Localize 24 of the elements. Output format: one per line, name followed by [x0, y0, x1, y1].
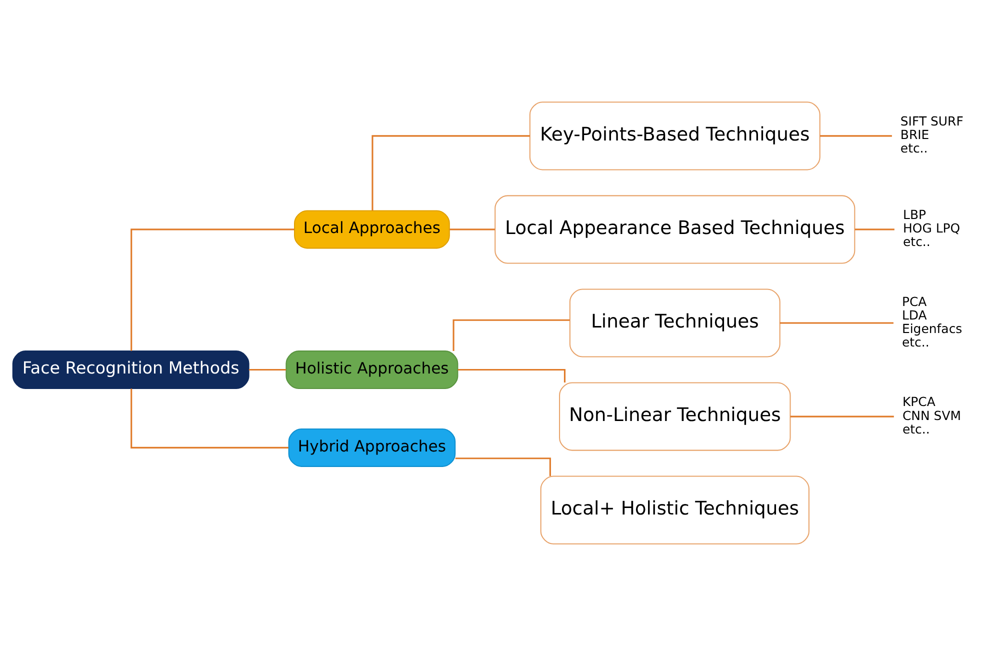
connector — [452, 319, 570, 351]
node-text: LBP HOG LPQ etc.. — [903, 207, 960, 250]
node-box: Holistic Approaches — [286, 350, 458, 389]
node-box: Linear Techniques — [569, 288, 780, 358]
node-box: Local Approaches — [294, 210, 450, 249]
connector — [130, 388, 288, 448]
connector — [130, 228, 294, 351]
connector — [780, 322, 894, 324]
node-box: Local Appearance Based Techniques — [494, 195, 856, 264]
node-text: SIFT SURF BRIE etc.. — [900, 114, 964, 156]
connector — [820, 135, 892, 137]
node-text: KPCA CNN SVM etc.. — [902, 394, 962, 436]
connector — [450, 228, 495, 230]
node-box: Key-Points-Based Techniques — [529, 102, 820, 170]
node-box: Face Recognition Methods — [12, 350, 250, 389]
node-box: Hybrid Approaches — [288, 428, 456, 467]
connector — [854, 228, 894, 230]
node-box: Non-Linear Techniques — [559, 382, 791, 451]
node-box: Local+ Holistic Techniques — [540, 476, 810, 544]
node-text: PCA LDA Eigenfacs etc.. — [902, 294, 962, 350]
connector — [790, 416, 894, 418]
connector — [248, 368, 286, 371]
connector — [372, 135, 530, 211]
connector — [455, 458, 551, 476]
